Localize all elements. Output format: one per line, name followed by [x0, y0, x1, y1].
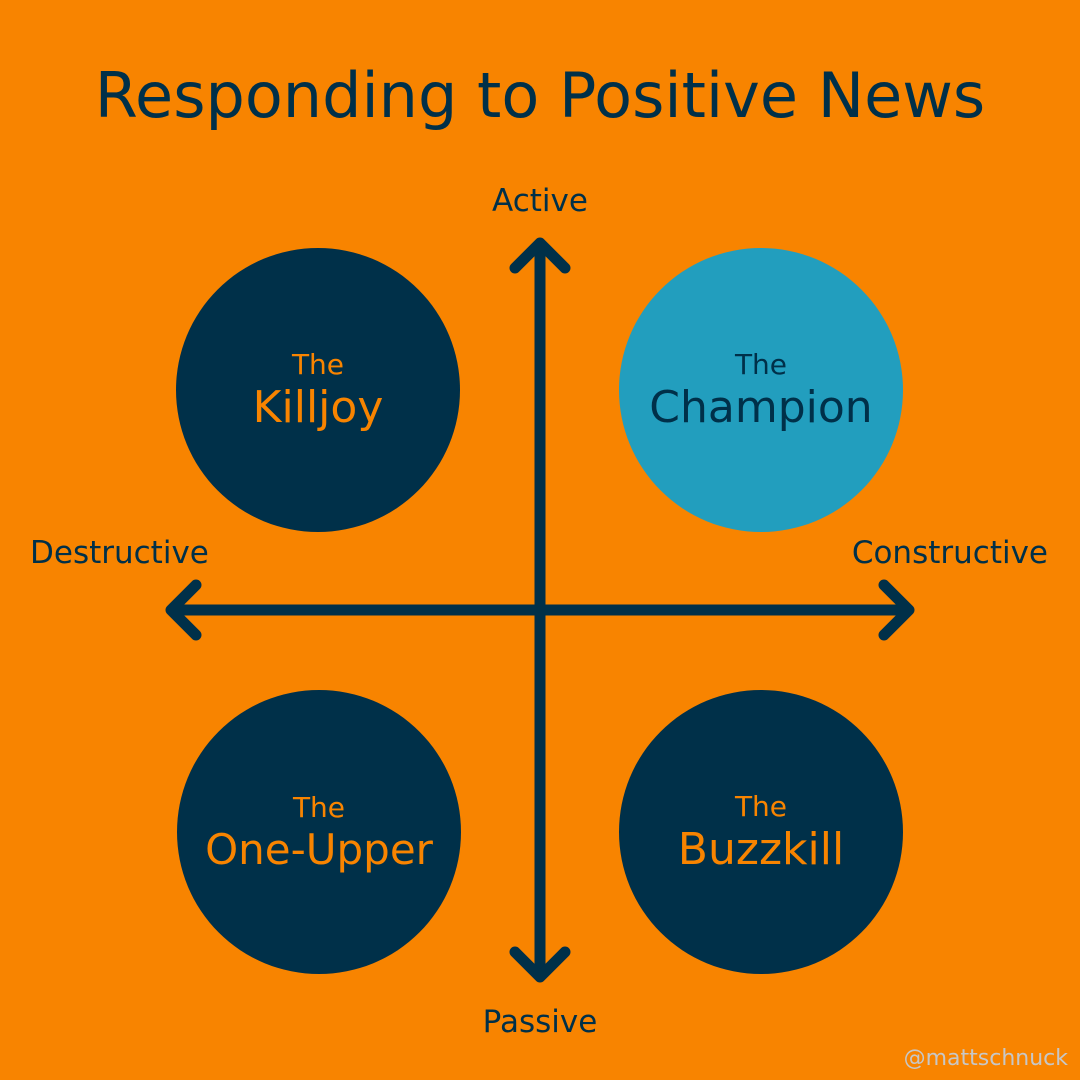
- quadrant-killjoy: The Killjoy: [176, 248, 460, 532]
- arrow-right-icon: [878, 579, 915, 641]
- axis-label-constructive: Constructive: [851, 535, 1048, 571]
- credit-handle: @mattschnuck: [903, 1046, 1068, 1071]
- quadrant-buzzkill: The Buzzkill: [619, 690, 903, 974]
- axis-label-passive: Passive: [482, 1004, 598, 1040]
- quadrant-prefix: The: [734, 348, 788, 381]
- arrow-up-icon: [509, 237, 571, 274]
- quadrant-name: One-Upper: [205, 824, 433, 874]
- arrow-down-icon: [509, 946, 571, 983]
- axis-lines: [165, 237, 915, 983]
- arrow-left-icon: [165, 579, 202, 641]
- diagram-title: Responding to Positive News: [94, 59, 986, 132]
- quadrant-champion: The Champion: [619, 248, 903, 532]
- quadrant-name: Champion: [649, 381, 873, 433]
- axis-label-active: Active: [492, 183, 588, 219]
- axis-label-destructive: Destructive: [30, 535, 209, 571]
- quadrant-prefix: The: [292, 791, 346, 825]
- quadrant-one-upper: The One-Upper: [177, 690, 461, 974]
- quadrant-name: Killjoy: [252, 381, 384, 433]
- quadrant-prefix: The: [291, 348, 345, 381]
- quadrant-prefix: The: [734, 790, 788, 823]
- quadrant-name: Buzzkill: [677, 823, 845, 875]
